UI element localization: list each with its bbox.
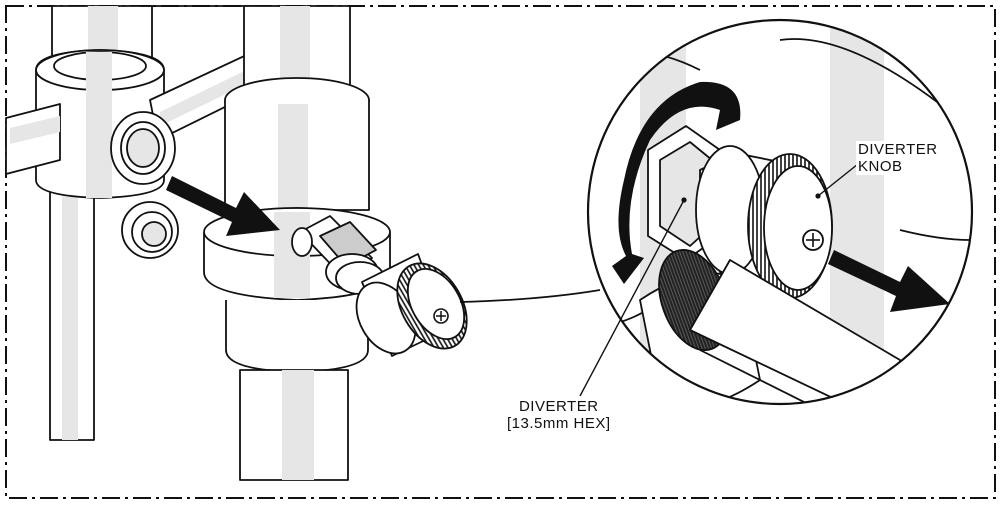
rotation-arrow-icon (612, 81, 741, 285)
label-diverter-knob-line2: KNOB (858, 158, 903, 175)
screw-icon (433, 308, 449, 324)
arrow-icon (828, 250, 950, 312)
leader-line-knob (817, 163, 859, 197)
label-diverter-knob: DIVERTER KNOB (856, 141, 940, 175)
zoom-view (586, 18, 974, 406)
label-diverter-knob-line1: DIVERTER (858, 141, 938, 158)
leader-line-diverter (579, 199, 685, 397)
label-diverter: DIVERTER [13.5mm HEX] (505, 398, 613, 432)
label-diverter-line1: DIVERTER (518, 398, 599, 415)
screw-icon (802, 229, 824, 251)
frame-border (5, 5, 996, 499)
arrow-icon (166, 176, 280, 236)
valve-assembly (5, 5, 468, 481)
leader-curve (459, 289, 601, 303)
label-diverter-line2: [13.5mm HEX] (507, 415, 611, 432)
